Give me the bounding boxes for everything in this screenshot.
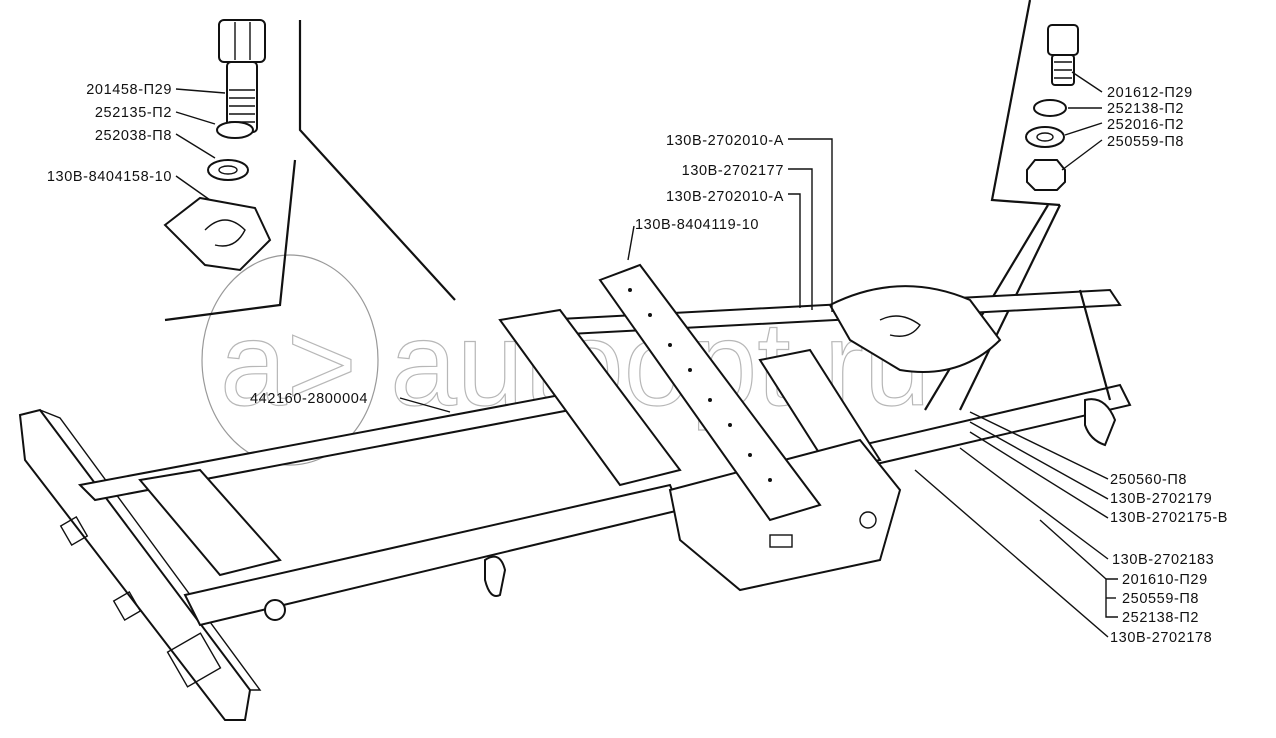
left-bolt-assembly (163, 19, 456, 322)
part-label: 252038-П8 (95, 128, 172, 144)
right-bolt-assembly (924, 0, 1079, 411)
part-label: 130B-8404119-10 (635, 217, 759, 233)
chassis-frame (18, 263, 1132, 721)
part-label: 201610-П29 (1122, 572, 1208, 588)
part-label: 250559-П8 (1122, 591, 1199, 607)
part-label: 252138-П2 (1122, 610, 1199, 626)
part-label: 201458-П29 (86, 82, 172, 98)
part-label: 252016-П2 (1107, 117, 1184, 133)
step-holes (628, 288, 772, 482)
part-label: 130B-2702179 (1110, 491, 1212, 507)
part-label: 130B-2702010-A (666, 133, 784, 149)
leader-lines (175, 71, 1118, 638)
part-label: 130B-2702178 (1110, 630, 1212, 646)
part-label: 130B-2702175-B (1110, 510, 1228, 526)
labels-right-bottom: 250560-П8 130B-2702179 130B-2702175-B 13… (1110, 472, 1228, 646)
part-label: 201612-П29 (1107, 85, 1193, 101)
part-label: 250559-П8 (1107, 134, 1184, 150)
labels-right-top: 201612-П29 252138-П2 252016-П2 250559-П8 (1107, 85, 1193, 150)
labels-left-top: 201458-П29 252135-П2 252038-П8 130B-8404… (47, 82, 172, 185)
frame-label: 442160-2800004 (250, 391, 368, 407)
part-label: 130B-2702010-A (666, 189, 784, 205)
part-label: 130B-2702183 (1112, 552, 1214, 568)
labels-center-top: 130B-2702010-A 130B-2702177 130B-2702010… (635, 133, 784, 233)
part-label: 252135-П2 (95, 105, 172, 121)
part-label: 130B-2702177 (682, 163, 784, 179)
part-label: 252138-П2 (1107, 101, 1184, 117)
part-label: 130B-8404158-10 (47, 169, 172, 185)
part-label: 250560-П8 (1110, 472, 1187, 488)
